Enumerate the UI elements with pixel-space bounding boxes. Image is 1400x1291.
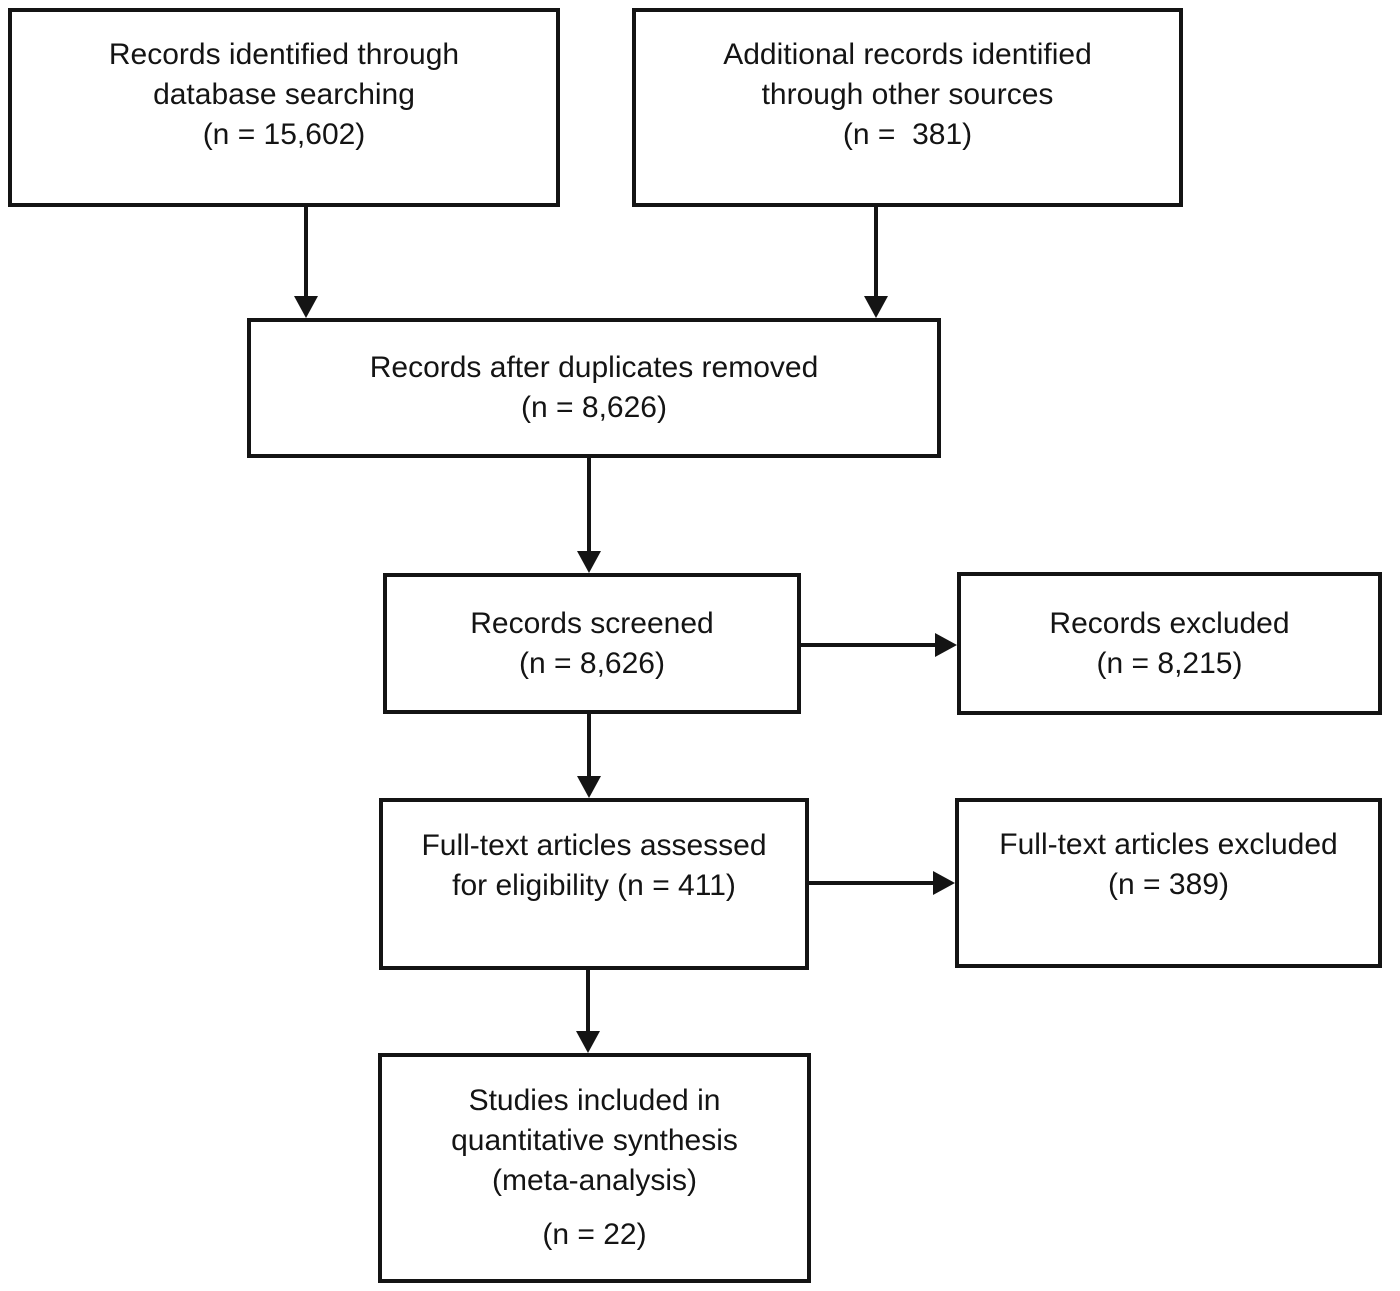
arrow-shaft [809,881,937,885]
box-text-line: Records screened [470,606,714,640]
box-text-line: Full-text articles assessed [421,829,767,862]
box-count-line: (n = 8,215) [1096,646,1243,680]
box-text-line: (meta-analysis) [491,1164,698,1197]
arrowhead-down-icon [576,1031,600,1053]
arrow-right-screened-to-excluded-icon [801,633,957,657]
arrow-shaft [587,714,591,780]
box-count-line: (n = 22) [542,1218,647,1251]
box-text-line: Full-text articles excluded [999,828,1338,861]
arrow-down-duplicates-to-screened-icon [577,458,601,573]
arrow-down-other-sources-to-duplicates-icon [864,207,888,318]
box-text-line: Additional records identified [723,37,1092,71]
box-text-line: Studies included in [468,1084,721,1117]
box-studies-included-quantitative-synthesis: Studies included in quantitative synthes… [378,1053,811,1283]
box-records-identified-database: Records identified through database sear… [8,8,560,207]
box-records-after-duplicates-removed: Records after duplicates removed (n = 8,… [247,318,941,458]
arrow-shaft [874,207,878,300]
box-text-line: quantitative synthesis [451,1124,738,1157]
box-text-line: through other sources [761,77,1054,111]
arrowhead-down-icon [864,296,888,318]
arrowhead-down-icon [294,296,318,318]
arrow-down-fulltext-to-included-icon [576,970,600,1053]
box-fulltext-articles-excluded: Full-text articles excluded (n = 389) [955,798,1382,968]
arrow-right-fulltext-to-excluded-icon [809,871,955,895]
box-text-line: database searching [153,77,415,111]
arrow-down-screened-to-fulltext-icon [577,714,601,798]
arrow-shaft [587,458,591,555]
box-fulltext-articles-assessed: Full-text articles assessed for eligibil… [379,798,809,970]
box-records-excluded: Records excluded (n = 8,215) [957,572,1382,715]
arrowhead-right-icon [935,633,957,657]
box-text-line: Records excluded [1049,606,1290,640]
arrow-down-database-to-duplicates-icon [294,207,318,318]
box-count-line: (n = 15,602) [202,117,366,151]
arrow-shaft [801,643,939,647]
box-text-line: for eligibility (n = 411) [452,869,736,902]
box-records-identified-other-sources: Additional records identified through ot… [632,8,1183,207]
arrowhead-right-icon [933,871,955,895]
box-count-line: (n = 389) [1108,868,1229,901]
box-text-line: Records after duplicates removed [369,351,819,384]
box-text-line: Records identified through [108,37,460,71]
arrowhead-down-icon [577,551,601,573]
box-count-line: (n = 381) [842,117,973,151]
box-count-line: (n = 8,626) [521,391,667,424]
box-count-line: (n = 8,626) [519,646,665,680]
arrow-shaft [304,207,308,300]
arrow-shaft [586,970,590,1035]
arrowhead-down-icon [577,776,601,798]
box-records-screened: Records screened (n = 8,626) [383,573,801,714]
